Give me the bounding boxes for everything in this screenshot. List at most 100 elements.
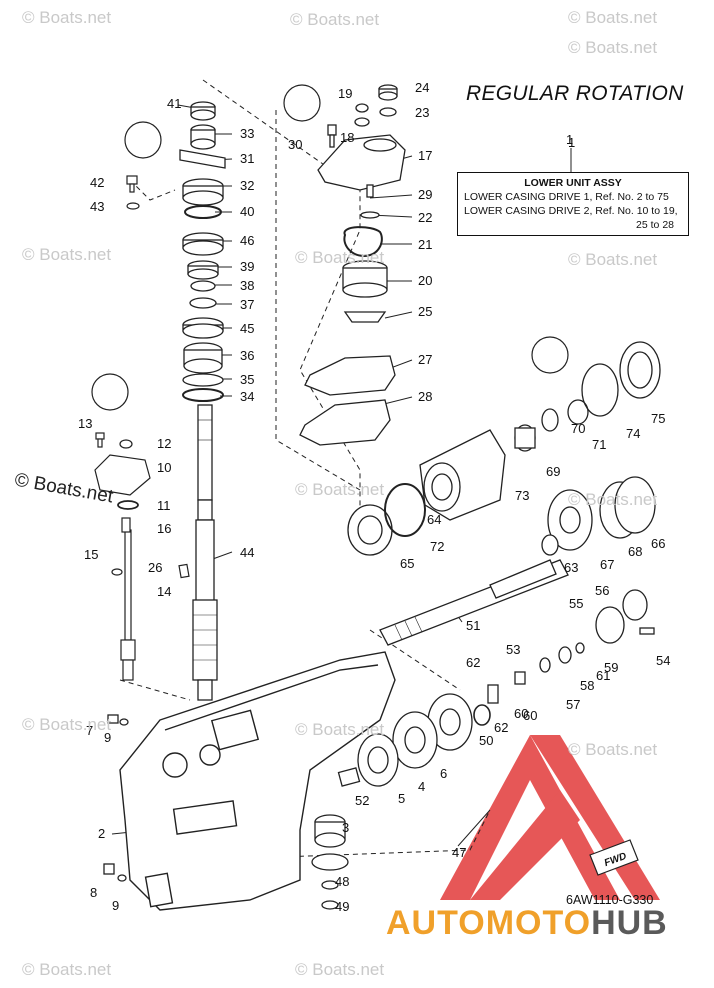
callout-60: 60: [523, 708, 537, 723]
callout-3: 3: [342, 820, 349, 835]
callout-71: 71: [592, 437, 606, 452]
callout-49: 49: [335, 899, 349, 914]
watermark-10: © Boats.net: [22, 715, 112, 734]
callout-58: 58: [580, 678, 594, 693]
callout-54: 54: [656, 653, 670, 668]
brand-part-2: HUB: [591, 904, 668, 942]
callout-64: 64: [427, 512, 441, 527]
callout-34: 34: [240, 389, 254, 404]
watermark-12: © Boats.net: [568, 740, 658, 759]
bolt-42-43: [126, 175, 140, 210]
callout-55: 55: [569, 596, 583, 611]
watermark-4: © Boats.net: [568, 38, 658, 57]
callout-65: 65: [400, 556, 414, 571]
driveshaft: [192, 404, 218, 701]
callout-74: 74: [626, 426, 640, 441]
callout-20: 20: [418, 273, 432, 288]
watermark-9: © Boats.net: [568, 490, 658, 509]
callout-6: 6: [440, 766, 447, 781]
callout-8: 8: [90, 885, 97, 900]
callout-29: 29: [418, 187, 432, 202]
callout-46: 46: [240, 233, 254, 248]
watermark-11: © Boats.net: [295, 720, 385, 739]
callout-53: 53: [506, 642, 520, 657]
callout-2: 2: [98, 826, 105, 841]
callout-48: 48: [335, 874, 349, 889]
callout-19: 19: [338, 86, 352, 101]
callout-68: 68: [628, 544, 642, 559]
callout-32: 32: [240, 178, 254, 193]
inset-icons: [91, 84, 569, 411]
callout-7: 7: [86, 723, 93, 738]
assembly-header: LOWER UNIT ASSY: [524, 177, 622, 189]
callout-9: 9: [112, 898, 119, 913]
assembly-ref-number: 1: [566, 132, 574, 147]
callout-59: 59: [604, 660, 618, 675]
callout-10: 10: [157, 460, 171, 475]
callout-45: 45: [240, 321, 254, 336]
driveshaft-stack: [179, 101, 226, 402]
callout-14: 14: [157, 584, 171, 599]
assembly-box: LOWER UNIT ASSY LOWER CASING DRIVE 1, Re…: [457, 172, 689, 236]
callout-38: 38: [240, 278, 254, 293]
brand-part-1: AUTOMOTO: [386, 904, 592, 942]
callout-44: 44: [240, 545, 254, 560]
callout-24: 24: [415, 80, 429, 95]
watermark-13: © Boats.net: [22, 960, 112, 979]
callout-11: 11: [157, 498, 171, 513]
lower-casing: [119, 651, 396, 911]
callout-43: 43: [90, 199, 104, 214]
callout-47: 47: [452, 845, 466, 860]
propeller-shaft: [379, 559, 569, 646]
callout-62: 62: [494, 720, 508, 735]
watermark-14: © Boats.net: [295, 960, 385, 979]
callout-16: 16: [157, 521, 171, 536]
callout-22: 22: [418, 210, 432, 225]
callout-57: 57: [566, 697, 580, 712]
assembly-line-3: 25 to 28: [636, 219, 674, 231]
callout-40: 40: [240, 204, 254, 219]
callout-27: 27: [418, 352, 432, 367]
callout-39: 39: [240, 259, 254, 274]
callout-26: 26: [148, 560, 162, 575]
shift-assy: [94, 432, 190, 579]
callout-51: 51: [466, 618, 480, 633]
brand-wordmark: AUTOMOTOHUB: [386, 904, 668, 943]
assembly-line-1: LOWER CASING DRIVE 1, Ref. No. 2 to 75: [464, 191, 669, 203]
callout-60: 60: [514, 706, 528, 721]
callout-75: 75: [651, 411, 665, 426]
watermark-1: © Boats.net: [22, 8, 112, 27]
callout-23: 23: [415, 105, 429, 120]
callout-56: 56: [595, 583, 609, 598]
watermark-3: © Boats.net: [568, 8, 658, 27]
callout-37: 37: [240, 297, 254, 312]
callout-33: 33: [240, 126, 254, 141]
callout-21: 21: [418, 237, 432, 252]
callout-73: 73: [515, 488, 529, 503]
shift-rod: [120, 529, 136, 681]
page-title: REGULAR ROTATION: [466, 82, 684, 105]
callout-25: 25: [418, 304, 432, 319]
callout-36: 36: [240, 348, 254, 363]
callout-66: 66: [651, 536, 665, 551]
callout-4: 4: [418, 779, 425, 794]
callout-52: 52: [355, 793, 369, 808]
callout-69: 69: [546, 464, 560, 479]
callout-1: 1: [568, 135, 575, 150]
watermark-7: © Boats.net: [568, 250, 658, 269]
water-pump: [299, 84, 406, 446]
callout-28: 28: [418, 389, 432, 404]
callout-13: 13: [78, 416, 92, 431]
watermark-8: © Boats.net: [295, 480, 385, 499]
callout-31: 31: [240, 151, 254, 166]
callout-35: 35: [240, 372, 254, 387]
callout-15: 15: [84, 547, 98, 562]
watermark-5: © Boats.net: [22, 245, 112, 264]
callout-50: 50: [479, 733, 493, 748]
callout-12: 12: [157, 436, 171, 451]
callout-63: 63: [564, 560, 578, 575]
watermark-2: © Boats.net: [290, 10, 380, 29]
callout-67: 67: [600, 557, 614, 572]
